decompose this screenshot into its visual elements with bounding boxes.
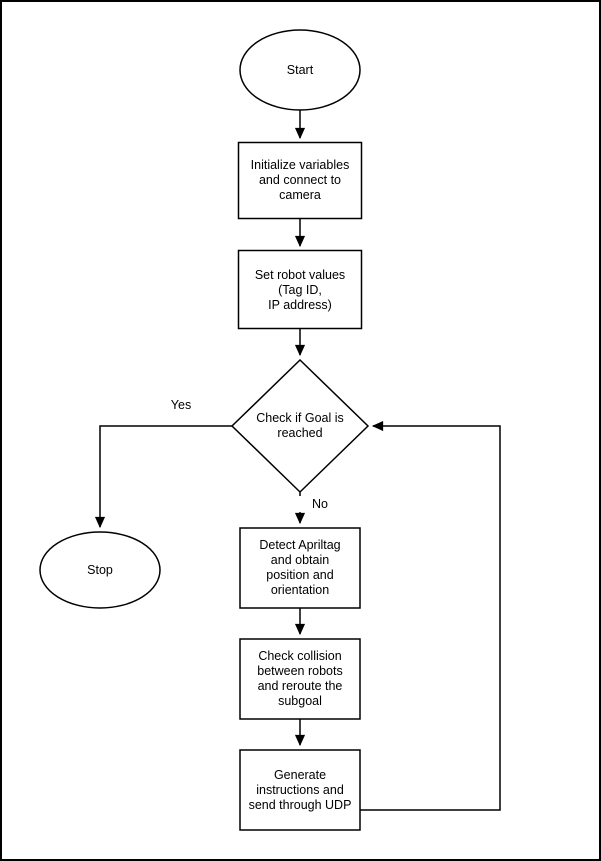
detect-node-shape bbox=[239, 527, 361, 609]
edge-generate-decision-loop bbox=[360, 420, 501, 811]
set-values-node-shape bbox=[237, 249, 363, 330]
stop-node-shape bbox=[39, 531, 161, 609]
init-node-shape bbox=[237, 141, 363, 220]
generate-node-shape bbox=[239, 749, 361, 831]
collision-node-shape bbox=[239, 638, 361, 720]
decision-node-shape bbox=[230, 358, 370, 494]
start-node-shape bbox=[239, 29, 361, 111]
edge-decision-stop-yes bbox=[94, 425, 232, 529]
